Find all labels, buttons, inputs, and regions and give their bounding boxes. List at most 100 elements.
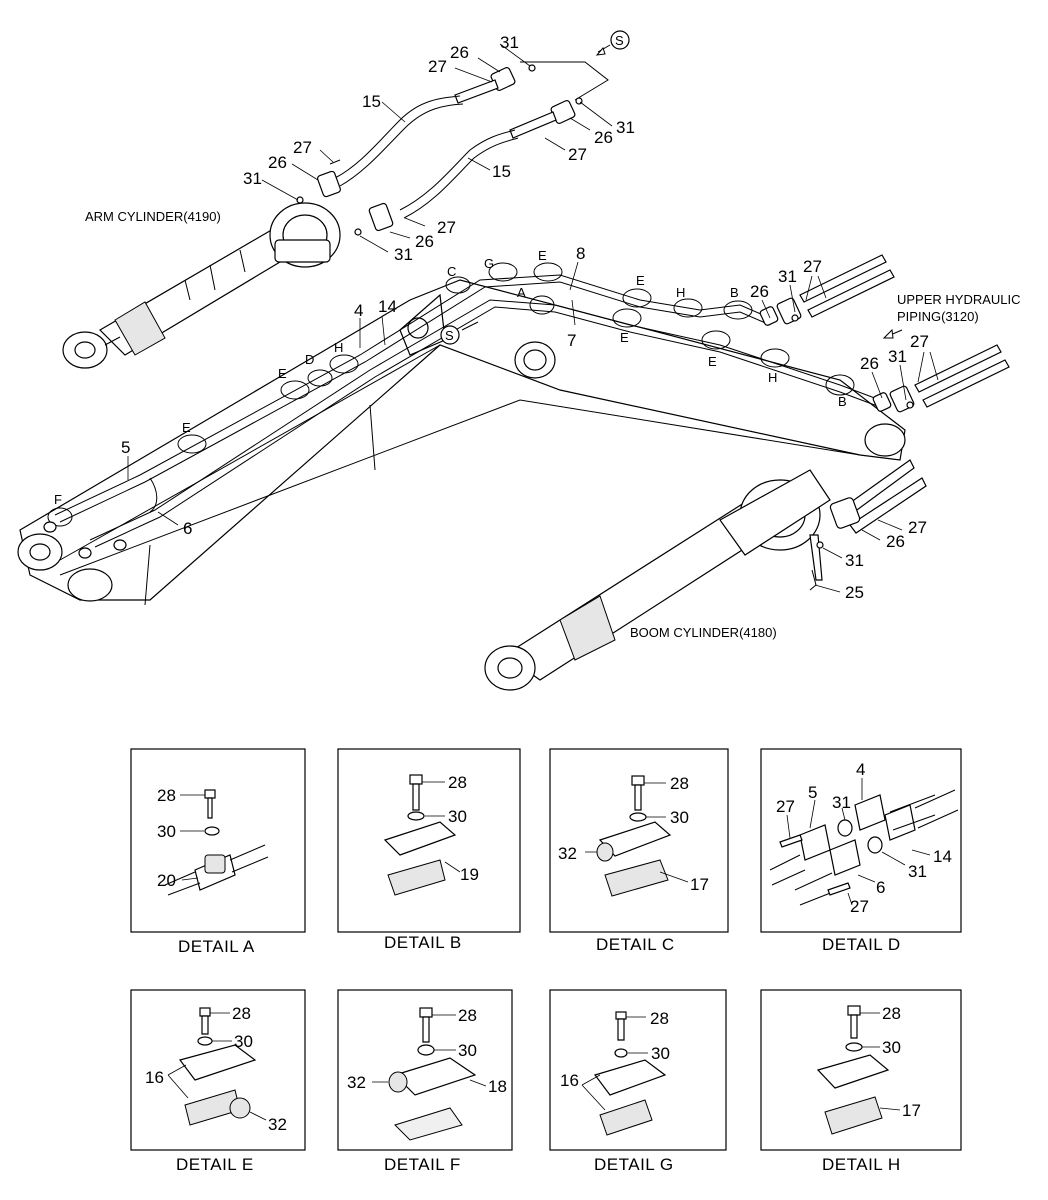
- callout-26-e: 26: [750, 282, 769, 301]
- upper-hydraulic-label-2: PIPING(3120): [897, 309, 979, 324]
- detail-h-caption: DETAIL H: [822, 1155, 901, 1174]
- clamp-h-2: [673, 298, 703, 318]
- pipe-15-bottom: [403, 137, 519, 219]
- pipe-7: [89, 299, 881, 541]
- upper-pipe-3: [914, 344, 1002, 393]
- upper-hydraulic-piping: UPPER HYDRAULIC PIPING(3120) 26 31 27 26…: [750, 254, 1021, 413]
- clamp-e-5: [612, 308, 642, 328]
- section-marker-s-boom: [440, 325, 460, 345]
- callout-27-e: 27: [803, 257, 822, 276]
- callout-15-a: 15: [362, 92, 381, 111]
- detail-f-num-32: 32: [347, 1073, 366, 1092]
- callout-25: 25: [845, 583, 864, 602]
- detail-c-num-28: 28: [670, 774, 689, 793]
- upper-pipe-2: [807, 269, 895, 318]
- upper-hydraulic-label-1: UPPER HYDRAULIC: [897, 292, 1021, 307]
- callout-8: 8: [576, 244, 585, 263]
- flange-26-lower: [368, 202, 394, 232]
- pipe-fitting-top: [454, 79, 499, 104]
- detail-b-num-28: 28: [448, 773, 467, 792]
- callout-31-e: 31: [778, 267, 797, 286]
- detail-h: 28 30 17 DETAIL H: [760, 989, 962, 1174]
- callout-27-g: 27: [908, 518, 927, 537]
- detail-b-num-19: 19: [460, 865, 479, 884]
- callout-15-b: 15: [492, 162, 511, 181]
- detail-g-num-30: 30: [651, 1044, 670, 1063]
- detail-d-num-31-top: 31: [832, 793, 851, 812]
- clamp-letter-h-1: H: [334, 340, 343, 355]
- detail-g-num-16: 16: [560, 1071, 579, 1090]
- section-s-top-letter: S: [615, 33, 624, 48]
- callout-27-a: 27: [428, 57, 447, 76]
- detail-a-num-30: 30: [157, 822, 176, 841]
- section-marker-s-top: [610, 30, 630, 50]
- detail-f-caption: DETAIL F: [384, 1155, 461, 1174]
- clamp-letter-e-5: E: [620, 330, 629, 345]
- boom-hydraulic-lines: S C G A E E E E E E H H H B B D F 14 4 8…: [43, 244, 881, 559]
- callout-7: 7: [567, 331, 576, 350]
- detail-e: 28 30 16 32 DETAIL E: [130, 989, 306, 1174]
- callout-31-g: 31: [845, 551, 864, 570]
- clamp-e-4: [622, 288, 652, 308]
- s-branch-lines: [520, 61, 609, 101]
- clamp-letter-e-1: E: [182, 420, 191, 435]
- clamp-e-3: [533, 262, 563, 282]
- callout-26-a: 26: [450, 43, 469, 62]
- callout-31-c: 31: [243, 169, 262, 188]
- callout-26-g: 26: [886, 532, 905, 551]
- clamp-letter-d: D: [305, 352, 314, 367]
- clamp-b-1: [723, 300, 753, 320]
- detail-h-num-17: 17: [902, 1101, 921, 1120]
- detail-d: 4 31 5 27 14 31 6 27 DETAIL D: [760, 748, 962, 954]
- callout-31-f: 31: [888, 347, 907, 366]
- detail-d-num-27-bottom: 27: [850, 897, 869, 916]
- clamp-letter-h-3: H: [768, 370, 777, 385]
- detail-a: 28 30 20 DETAIL A: [130, 748, 306, 956]
- detail-d-caption: DETAIL D: [822, 935, 901, 954]
- callout-26-f: 26: [860, 354, 879, 373]
- clamp-letter-e-4: E: [636, 273, 645, 288]
- detail-e-num-16: 16: [145, 1068, 164, 1087]
- callout-26-b: 26: [594, 128, 613, 147]
- callout-27-c: 27: [293, 138, 312, 157]
- detail-d-num-4: 4: [856, 760, 865, 779]
- detail-d-num-31-right: 31: [908, 862, 927, 881]
- arm-cylinder-label: ARM CYLINDER(4190): [85, 209, 221, 224]
- clamp-letter-a: A: [517, 285, 526, 300]
- callout-31-d: 31: [394, 245, 413, 264]
- clamp-letter-e-3: E: [538, 248, 547, 263]
- clamp-letter-h-2: H: [676, 285, 685, 300]
- detail-f-num-18: 18: [488, 1077, 507, 1096]
- callout-26-c: 26: [268, 153, 287, 172]
- detail-c: 28 30 32 17 DETAIL C: [549, 748, 729, 954]
- pipe-15-top: [339, 103, 464, 187]
- detail-c-num-17: 17: [690, 875, 709, 894]
- detail-b-caption: DETAIL B: [384, 933, 462, 952]
- detail-a-caption: DETAIL A: [178, 937, 255, 956]
- detail-g-num-28: 28: [650, 1009, 669, 1028]
- detail-d-num-14: 14: [933, 847, 952, 866]
- detail-d-num-5: 5: [808, 783, 817, 802]
- oring-31-top: [528, 64, 536, 72]
- detail-f: 28 30 32 18 DETAIL F: [337, 989, 513, 1174]
- pipe-8: [54, 274, 771, 516]
- clamp-b-2: [825, 374, 855, 396]
- detail-f-num-30: 30: [458, 1041, 477, 1060]
- callout-26-d: 26: [415, 232, 434, 251]
- callout-14: 14: [378, 297, 397, 316]
- detail-g-caption: DETAIL G: [594, 1155, 674, 1174]
- boom-foot-pin: [864, 423, 906, 457]
- clamp-letter-b-2: B: [838, 394, 847, 409]
- detail-d-num-6: 6: [876, 878, 885, 897]
- clamp-c: [445, 276, 471, 294]
- boom-cylinder: BOOM CYLINDER(4180) 27 26 31 25: [484, 459, 927, 691]
- detail-c-caption: DETAIL C: [596, 935, 675, 954]
- detail-a-box: [130, 748, 306, 933]
- detail-a-num-20: 20: [157, 871, 176, 890]
- clamp-f: [47, 507, 73, 527]
- detail-e-caption: DETAIL E: [176, 1155, 254, 1174]
- detail-f-num-28: 28: [458, 1006, 477, 1025]
- boom-cylinder-label: BOOM CYLINDER(4180): [630, 625, 777, 640]
- detail-b-num-30: 30: [448, 807, 467, 826]
- clamp-e-2: [280, 380, 310, 400]
